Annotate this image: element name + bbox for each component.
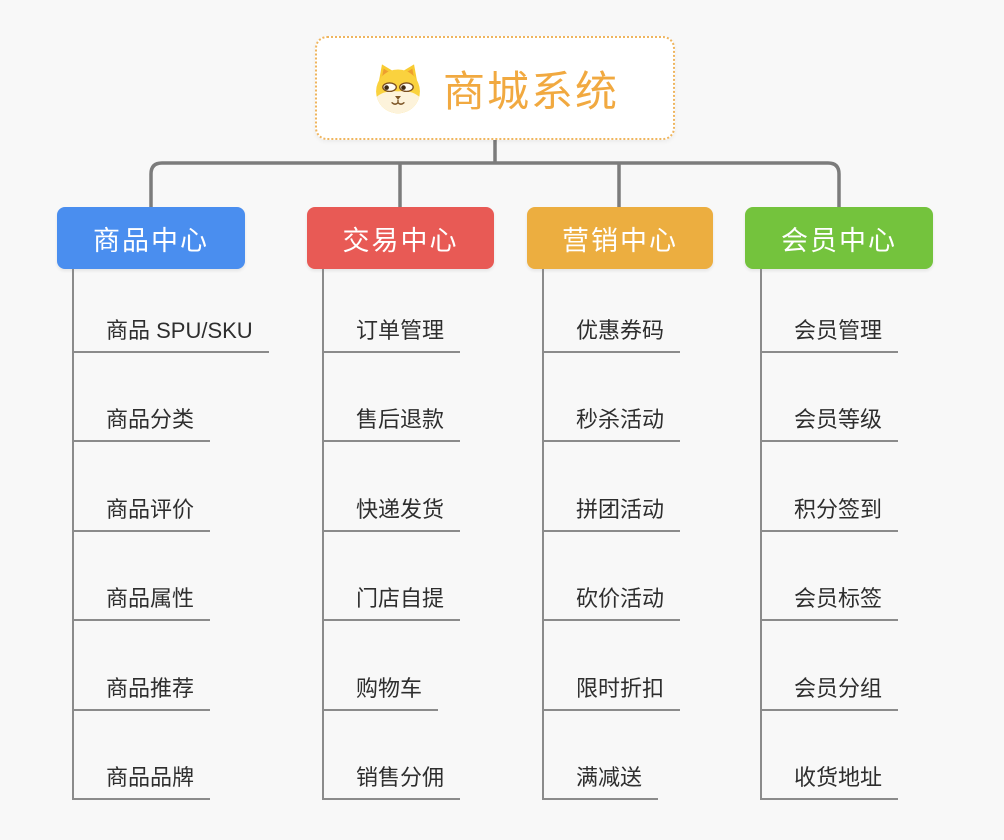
leaf-node[interactable]: 销售分佣 xyxy=(324,760,461,800)
branch-label: 营销中心 xyxy=(562,225,678,256)
dog-mouth xyxy=(391,101,405,105)
leaf-node[interactable]: 商品 SPU/SKU xyxy=(74,313,269,353)
leaf-node[interactable]: 秒杀活动 xyxy=(544,402,681,443)
branch-children-product-center: 商品 SPU/SKU 商品分类 商品评价 商品属性 商品推荐 商品品牌 xyxy=(72,269,269,800)
root-node-title: 商城系统 xyxy=(442,67,619,115)
leaf-node[interactable]: 拼团活动 xyxy=(544,492,681,532)
leaf-node[interactable]: 商品分类 xyxy=(74,402,211,443)
leaf-node[interactable]: 订单管理 xyxy=(324,313,461,353)
leaf-node[interactable]: 满减送 xyxy=(544,760,659,800)
branch-node-product-center[interactable]: 商品中心 xyxy=(57,207,245,269)
leaf-node[interactable]: 会员等级 xyxy=(762,402,899,443)
leaf-node[interactable]: 售后退款 xyxy=(324,402,461,443)
leaf-node[interactable]: 会员管理 xyxy=(762,313,899,353)
dog-nose xyxy=(395,96,401,100)
leaf-node[interactable]: 快递发货 xyxy=(324,492,461,532)
leaf-node[interactable]: 商品品牌 xyxy=(74,760,211,800)
leaf-node[interactable]: 会员分组 xyxy=(762,671,899,711)
branch-label: 交易中心 xyxy=(342,225,459,256)
leaf-node[interactable]: 积分签到 xyxy=(762,492,899,532)
main-branch-line xyxy=(149,161,841,209)
leaf-node[interactable]: 商品推荐 xyxy=(74,671,211,711)
branch-node-marketing-center[interactable]: 营销中心 xyxy=(527,207,713,269)
branch-children-marketing-center: 优惠券码 秒杀活动 拼团活动 砍价活动 限时折扣 满减送 xyxy=(542,269,681,800)
branch-label: 商品中心 xyxy=(93,225,209,256)
root-node[interactable]: 商城系统 xyxy=(315,36,675,140)
leaf-node[interactable]: 会员标签 xyxy=(762,581,899,622)
branch-label: 会员中心 xyxy=(781,225,897,256)
leaf-node[interactable]: 限时折扣 xyxy=(544,671,681,711)
branch-children-trade-center: 订单管理 售后退款 快递发货 门店自提 购物车 销售分佣 xyxy=(322,269,461,800)
branch-node-trade-center[interactable]: 交易中心 xyxy=(307,207,494,269)
leaf-node[interactable]: 门店自提 xyxy=(324,581,461,622)
leaf-node[interactable]: 商品评价 xyxy=(74,492,211,532)
leaf-node[interactable]: 砍价活动 xyxy=(544,581,681,622)
leaf-node[interactable]: 收货地址 xyxy=(762,760,899,800)
leaf-node[interactable]: 商品属性 xyxy=(74,581,211,622)
branch-children-member-center: 会员管理 会员等级 积分签到 会员标签 会员分组 收货地址 xyxy=(760,269,899,800)
leaf-node[interactable]: 购物车 xyxy=(324,671,439,711)
branch-node-member-center[interactable]: 会员中心 xyxy=(745,207,933,269)
leaf-node[interactable]: 优惠券码 xyxy=(544,313,681,353)
dog-face-icon xyxy=(376,64,420,114)
